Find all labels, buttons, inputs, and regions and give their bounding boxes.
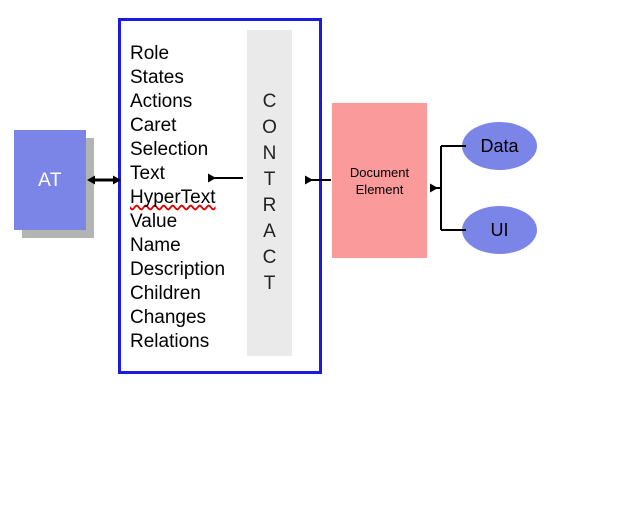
contract-letter-1: C [262, 91, 277, 112]
contract-letter-4: T [263, 169, 276, 190]
property-item-caret: Caret [130, 115, 177, 136]
property-item-states: States [130, 67, 184, 88]
contract-letter-6: A [263, 221, 276, 242]
ui-node[interactable]: UI [462, 206, 537, 254]
property-item-value: Value [130, 211, 178, 232]
document-element-node[interactable]: Document Element [332, 103, 427, 258]
contract-letter-3: N [262, 143, 277, 164]
at-node[interactable]: AT [14, 130, 86, 230]
property-item-actions: Actions [130, 91, 193, 112]
contract-property-list: Role States Actions Caret Selection Text… [130, 42, 248, 354]
document-element-label: Document Element [350, 164, 409, 198]
property-item-children: Children [130, 283, 201, 304]
document-element-label-line2: Element [355, 181, 404, 197]
property-item-description: Description [130, 259, 226, 280]
property-item-selection: Selection [130, 139, 209, 160]
at-node-label: AT [38, 169, 62, 191]
contract-band: C O N T R A C T [247, 30, 292, 356]
ui-node-label: UI [490, 220, 509, 240]
property-item-role: Role [130, 43, 170, 64]
connector-sources-to-document-element [430, 145, 466, 231]
property-item-hypertext: HyperText [130, 187, 216, 208]
contract-letter-8: T [263, 273, 276, 294]
property-item-relations: Relations [130, 331, 210, 352]
data-node-label: Data [480, 136, 519, 156]
contract-letter-7: C [262, 247, 277, 268]
contract-letter-2: O [262, 117, 277, 138]
property-item-name: Name [130, 235, 181, 256]
document-element-label-line1: Document [349, 164, 410, 180]
data-node[interactable]: Data [462, 122, 537, 170]
contract-letter-5: R [262, 195, 277, 216]
property-item-text: Text [130, 163, 165, 184]
property-item-changes: Changes [130, 307, 207, 328]
